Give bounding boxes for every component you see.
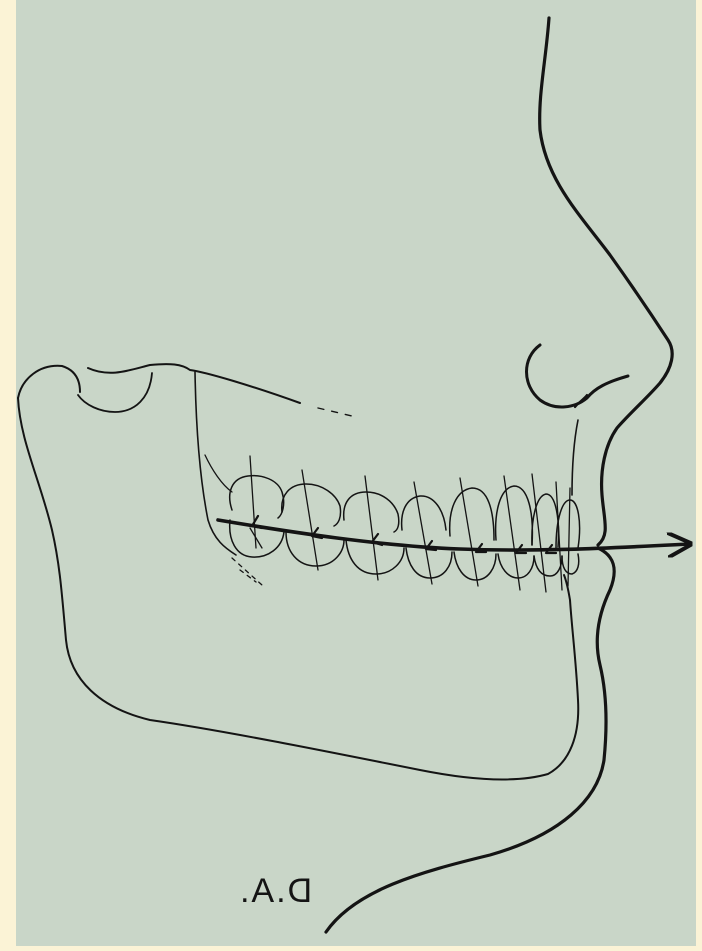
artist-signature: D.A. <box>238 872 312 911</box>
paper <box>16 0 696 946</box>
